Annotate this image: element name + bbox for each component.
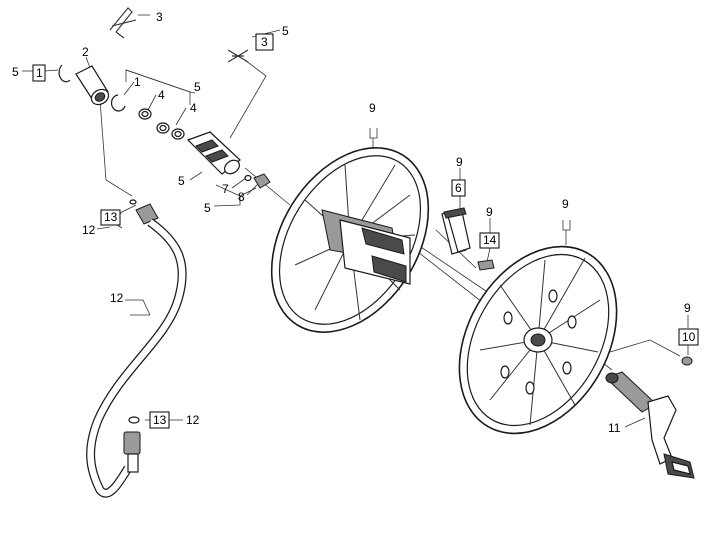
callout-1-boxed: 1: [36, 66, 43, 80]
callout-box-13-top: [100, 209, 121, 226]
callout-2: 2: [82, 45, 89, 59]
callout-4-a: 4: [158, 88, 165, 102]
reel-flange-right: [458, 245, 618, 435]
callout-9-cap: 9: [684, 301, 691, 315]
callout-4-b: 4: [190, 101, 197, 115]
callout-8: 8: [238, 190, 245, 204]
callout-9-reel-left: 9: [369, 101, 376, 115]
callout-3-right: 3: [261, 35, 268, 49]
callout-box-13-bottom: [149, 411, 170, 429]
o-ring-a: [138, 108, 152, 120]
ring-part1: [110, 94, 126, 112]
callout-5-lower: 5: [204, 201, 211, 215]
callout-5-hose: 5: [178, 174, 185, 188]
cap-part10: [681, 356, 693, 366]
callout-1: 1: [134, 75, 141, 89]
hose: [86, 218, 187, 498]
callout-10: 10: [682, 330, 696, 344]
callout-9-reel-right: 9: [562, 197, 569, 211]
callout-box-6: [451, 179, 466, 197]
callout-12-bottom: 12: [186, 413, 200, 427]
circlip-left: [58, 64, 71, 83]
callout-12-top: 12: [82, 223, 96, 237]
sleeve: [75, 65, 110, 106]
callout-13-bottom: 13: [153, 413, 167, 427]
callout-6: 6: [455, 181, 462, 195]
nut-part8: [253, 173, 271, 189]
reel-flange-left: [270, 147, 430, 333]
callout-5-right: 5: [282, 24, 289, 38]
callout-box-10: [678, 328, 699, 346]
clip-right: [227, 49, 249, 63]
callout-9-screw: 9: [486, 205, 493, 219]
callout-5-left: 5: [12, 65, 19, 79]
crank-handle: [605, 371, 695, 479]
callout-9-bracket: 9: [456, 155, 463, 169]
hose-fitting-bottom: [123, 416, 141, 473]
callout-labels: 3 3 5 5 1 2 1 5 4 4 5 7 8 5 13 12 12: [12, 10, 699, 435]
callout-3-top: 3: [156, 10, 163, 24]
screw-part14: [477, 259, 495, 271]
o-ring-c: [171, 128, 185, 140]
washer-part7: [244, 174, 252, 182]
callout-12-mid: 12: [110, 291, 124, 305]
hose-fitting: [186, 131, 241, 175]
wire-clip-top: [109, 7, 137, 39]
callout-box-3: [255, 33, 274, 51]
callout-7: 7: [222, 182, 229, 196]
bracket-part6: [441, 207, 471, 255]
callout-box-14: [479, 232, 500, 249]
callout-5-mid: 5: [194, 80, 201, 94]
callout-13-top: 13: [104, 210, 118, 224]
o-ring-b: [156, 122, 170, 134]
callout-14: 14: [483, 233, 497, 247]
callout-11: 11: [608, 421, 621, 435]
callout-box-1: [32, 64, 46, 82]
